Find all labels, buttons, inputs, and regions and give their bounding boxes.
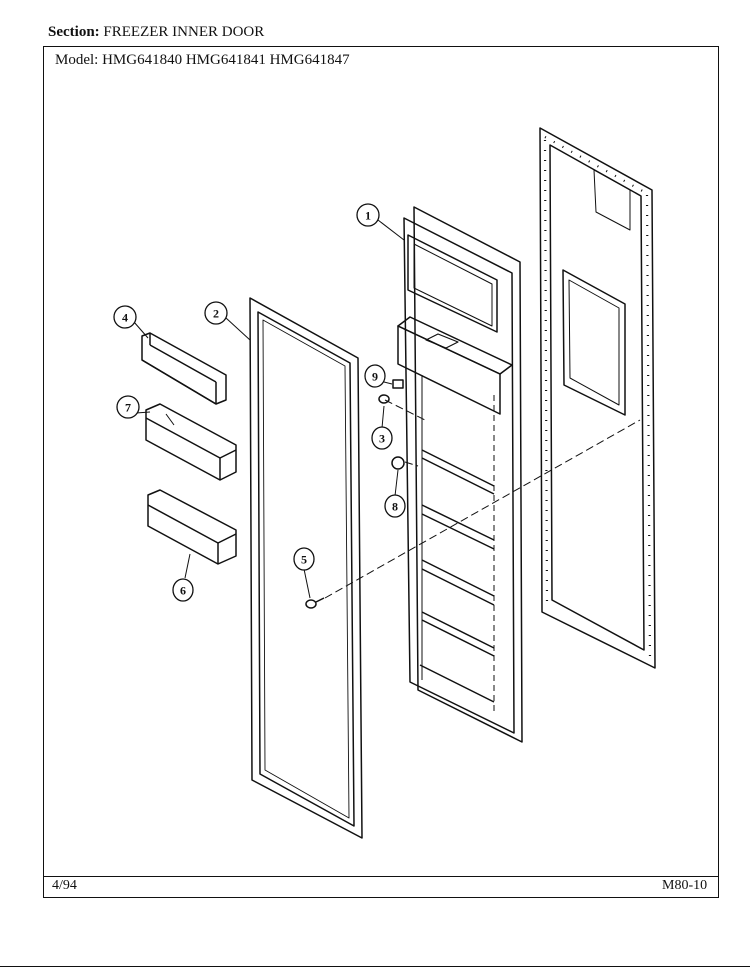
callout-8: 8 [384, 494, 406, 518]
shelf-bar-4 [141, 332, 227, 405]
door-bin-6 [147, 489, 237, 565]
page-bottom-rule [0, 966, 750, 967]
svg-text:1: 1 [365, 209, 371, 223]
footer-page-code: M80-10 [662, 878, 708, 893]
callout-7: 7 [116, 395, 140, 419]
inner-door-liner [397, 206, 523, 743]
svg-text:4: 4 [122, 311, 128, 325]
leader-lines [133, 219, 405, 599]
svg-text:7: 7 [125, 401, 131, 415]
outer-door-panel [539, 127, 656, 669]
svg-text:9: 9 [372, 370, 378, 384]
section-label: Section: [48, 24, 100, 40]
callout-4: 4 [113, 305, 137, 329]
model-numbers: HMG641840 HMG641841 HMG641847 [102, 52, 350, 68]
callout-6: 6 [172, 578, 194, 602]
callout-9: 9 [364, 364, 386, 388]
assembly-lines [324, 399, 641, 599]
footer-divider [43, 876, 719, 877]
svg-text:8: 8 [392, 500, 398, 514]
svg-text:6: 6 [180, 584, 186, 598]
section-title: Section: FREEZER INNER DOOR [48, 24, 264, 41]
footer-date: 4/94 [52, 878, 77, 893]
callout-1: 1 [356, 203, 380, 227]
callout-5: 5 [293, 547, 315, 571]
door-gasket [249, 297, 363, 839]
model-label: Model: [55, 52, 99, 68]
callout-3: 3 [371, 426, 393, 450]
section-value: FREEZER INNER DOOR [103, 24, 265, 40]
model-line: Model: HMG641840 HMG641841 HMG641847 [55, 52, 350, 69]
svg-text:2: 2 [213, 307, 219, 321]
diagram-frame [43, 46, 719, 898]
svg-text:5: 5 [301, 553, 307, 567]
svg-text:3: 3 [379, 432, 385, 446]
hardware-parts [305, 379, 405, 609]
door-bin-7 [145, 403, 237, 481]
callout-2: 2 [204, 301, 228, 325]
